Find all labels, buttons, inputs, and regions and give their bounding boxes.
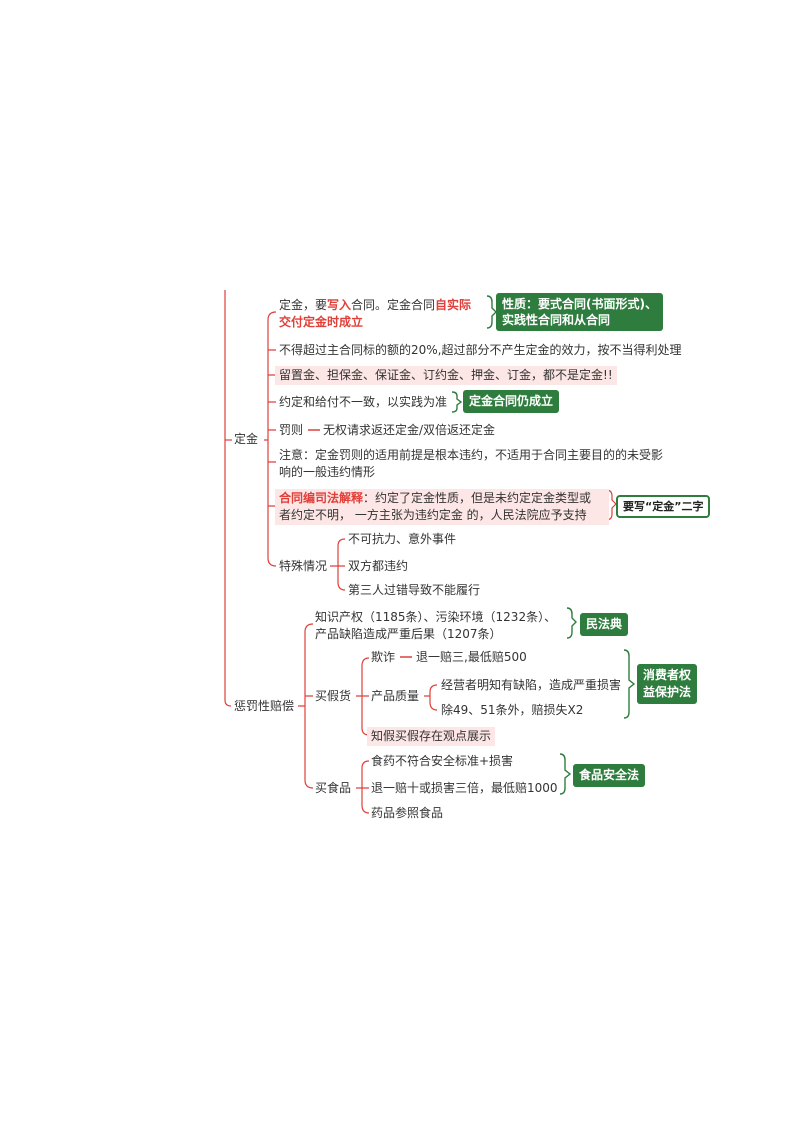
- node-special-label: 特殊情况: [279, 559, 328, 573]
- node-fraud-text: 退一赔三,最低赔500: [416, 650, 527, 664]
- node-food-item-0: 食药不符合安全标准+损害: [371, 754, 514, 768]
- bracket-food: [356, 760, 370, 814]
- node-written-contract-line2: 交付定金时成立: [279, 315, 364, 329]
- node-note-line1: 注意：定金罚则的适用前提是根本违约，不适用于合同主要目的的未受影: [279, 448, 664, 462]
- node-written-contract: 定金，要写入合同。定金合同自实际: [279, 298, 472, 312]
- node-judicial-line1: 合同编司法解释：约定了定金性质，但是未约定定金类型或: [275, 489, 609, 508]
- node-civil-line2: 产品缺陷造成严重后果（1207条）: [315, 627, 502, 641]
- root-trunk: [224, 290, 232, 707]
- box-civil-code: 民法典: [580, 613, 629, 636]
- node-food-item-1: 退一赔十或损害三倍，最低赔1000: [371, 781, 558, 795]
- node-judicial-line2: 者约定不明， 一方主张为违约定金 的，人民法院应予支持: [275, 506, 609, 525]
- node-civil-line1: 知识产权（1185条）、污染环境（1232条）、: [315, 610, 557, 624]
- node-dingjin: 定金: [234, 432, 259, 446]
- brace-m3: [559, 753, 572, 795]
- brace-n4: [451, 391, 463, 413]
- bracket-chengfa: [298, 623, 314, 789]
- brace-n1: [486, 295, 497, 329]
- node-punitive: 惩罚性赔偿: [234, 699, 295, 713]
- node-note-line2: 响的一般违约情形: [279, 465, 376, 479]
- node-fraud-label: 欺诈: [371, 650, 396, 664]
- bracket-quality: [424, 684, 438, 711]
- node-quality-item-0: 经营者明知有缺陷，造成严重损害: [441, 678, 622, 692]
- node-quality-label: 产品质量: [371, 689, 420, 703]
- node-special-item-1: 双方都违约: [348, 559, 409, 573]
- brace-m1: [566, 607, 577, 639]
- node-food-item-2: 药品参照食品: [371, 806, 444, 820]
- bracket-special: [330, 538, 346, 591]
- node-special-item-2: 第三人过错导致不能履行: [348, 583, 481, 597]
- node-food: 买食品: [315, 781, 352, 795]
- node-special-item-0: 不可抗力、意外事件: [348, 532, 457, 546]
- node-quality-item-1: 除49、51条外，赔损失X2: [441, 703, 584, 717]
- bracket-dingjin: [264, 311, 277, 567]
- node-fake-goods: 买假货: [315, 689, 352, 703]
- bracket-fake: [356, 657, 370, 736]
- node-knowing-fake: 知假买假存在观点展示: [367, 727, 496, 746]
- node-penalty-label: 罚则: [279, 423, 304, 437]
- box-write-deposit: 要写“定金”二字: [616, 495, 711, 518]
- node-not-deposit: 留置金、担保金、保证金、订约金、押金、订金，都不是定金!!: [275, 366, 617, 385]
- node-limit-20: 不得超过主合同标的额的20%,超过部分不产生定金的效力，按不当得利处理: [279, 343, 682, 357]
- box-still-valid: 定金合同仍成立: [463, 390, 560, 413]
- box-food-safety-law: 食品安全法: [573, 764, 646, 787]
- box-consumer-law: 消费者权益保护法: [637, 664, 698, 704]
- node-penalty-text: 无权请求返还定金/双倍返还定金: [323, 423, 496, 437]
- brace-m2: [623, 649, 636, 719]
- box-nature: 性质：要式合同(书面形式)、实践性合同和从合同: [496, 293, 663, 331]
- ticks-dingjin: [268, 349, 276, 507]
- node-practice: 约定和给付不一致，以实践为准: [279, 395, 448, 409]
